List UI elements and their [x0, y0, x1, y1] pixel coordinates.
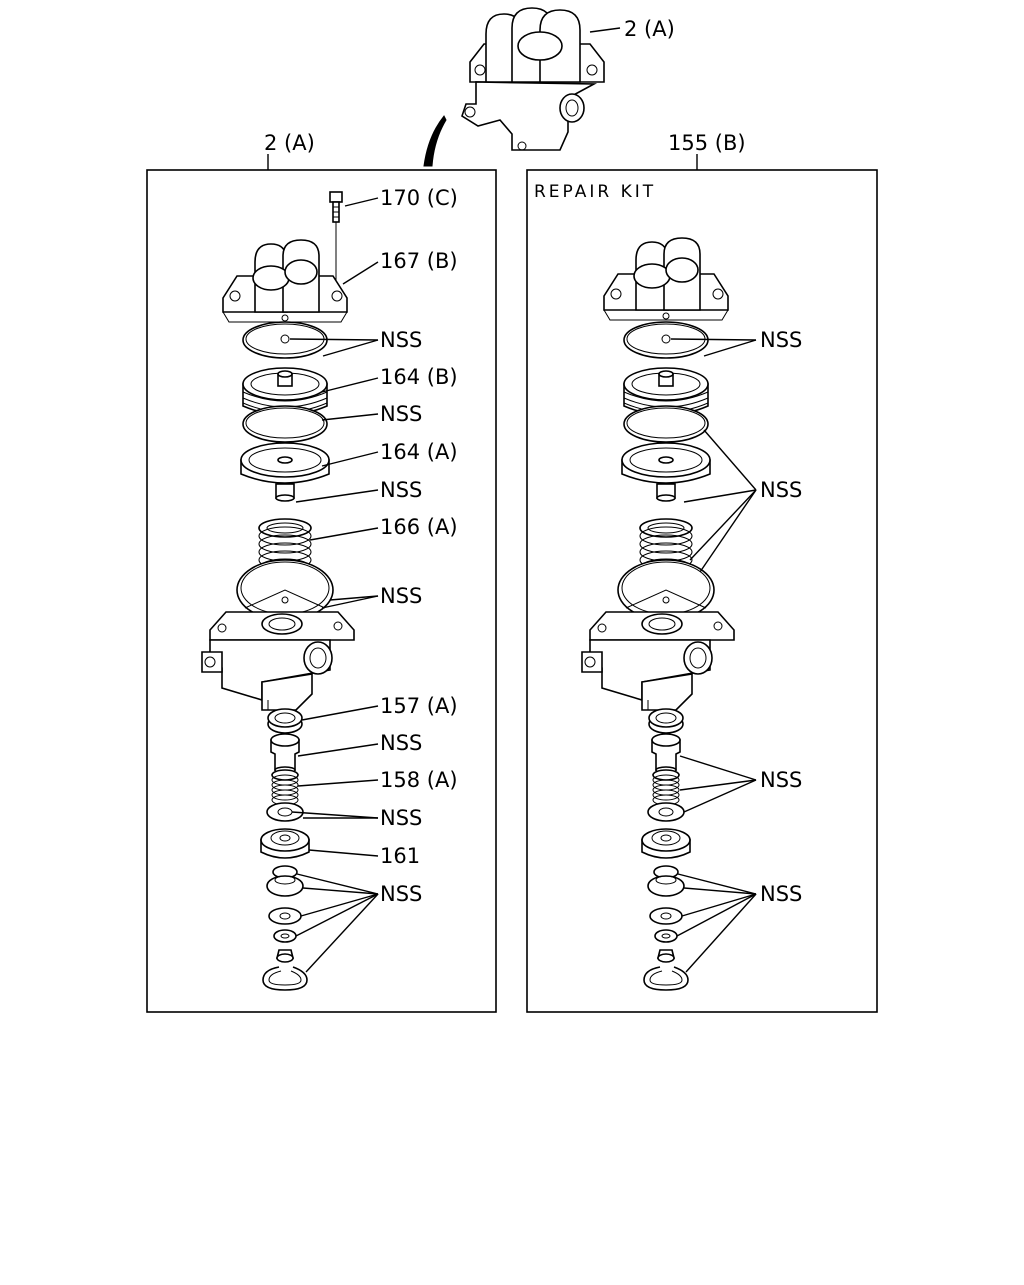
seat-part	[260, 828, 310, 859]
label-157a: 157 (A)	[380, 694, 458, 718]
kit-top-housing-part	[603, 237, 729, 321]
small-parts-stack	[266, 865, 304, 963]
kit-plunger-part	[651, 733, 681, 774]
o-ring-part	[242, 321, 328, 359]
top-callout-label: 2 (A)	[624, 17, 675, 41]
top-housing-part	[222, 239, 348, 323]
kit-cup-part	[648, 708, 684, 734]
left-panel: 2 (A)	[146, 131, 497, 1013]
kit-lower-body-part	[581, 611, 735, 711]
kit-small-parts-stack	[647, 865, 685, 963]
label-164b: 164 (B)	[380, 365, 458, 389]
small-spring-part	[271, 769, 299, 806]
label-166a: 166 (A)	[380, 515, 458, 539]
label-161: 161	[380, 844, 420, 868]
right-panel-title: 155 (B)	[668, 131, 746, 155]
label-nss-3: NSS	[380, 478, 422, 502]
kit-seat-part	[641, 828, 691, 859]
kit-label-nss-3: NSS	[760, 768, 802, 792]
repair-kit-label: REPAIR KIT	[534, 182, 656, 202]
snap-ring-part	[262, 966, 308, 991]
kit-o-ring-part	[623, 321, 709, 359]
kit-seal-ring-part	[623, 405, 709, 443]
cup-part	[267, 708, 303, 734]
lower-body-part	[201, 611, 355, 711]
bolt-part	[329, 191, 343, 282]
kit-label-nss-1: NSS	[760, 328, 802, 352]
kit-label-nss-2: NSS	[760, 478, 802, 502]
label-nss-5: NSS	[380, 731, 422, 755]
label-167b: 167 (B)	[380, 249, 458, 273]
kit-diaphragm-part	[617, 559, 715, 621]
label-nss-7: NSS	[380, 882, 422, 906]
seal-ring-part	[242, 405, 328, 443]
kit-snap-ring-part	[643, 966, 689, 991]
assembled-valve-illustration	[461, 7, 621, 151]
kit-washer-part	[647, 802, 685, 822]
label-158a: 158 (A)	[380, 768, 458, 792]
plunger-part	[270, 733, 300, 774]
label-nss-2: NSS	[380, 402, 422, 426]
kit-label-nss-4: NSS	[760, 882, 802, 906]
label-nss-6: NSS	[380, 806, 422, 830]
piston-lower-part	[240, 442, 330, 502]
label-170c: 170 (C)	[380, 186, 458, 210]
kit-piston-lower-part	[621, 442, 711, 502]
left-panel-title: 2 (A)	[264, 131, 315, 155]
right-leader-lines	[670, 338, 757, 973]
label-nss-1: NSS	[380, 328, 422, 352]
left-leader-lines	[289, 197, 379, 973]
label-164a: 164 (A)	[380, 440, 458, 464]
exploded-view-arrow	[423, 115, 447, 167]
kit-small-spring-part	[652, 769, 680, 806]
label-nss-4: NSS	[380, 584, 422, 608]
diaphragm-part	[236, 559, 334, 621]
right-panel: 155 (B) REPAIR KIT	[526, 131, 878, 1013]
